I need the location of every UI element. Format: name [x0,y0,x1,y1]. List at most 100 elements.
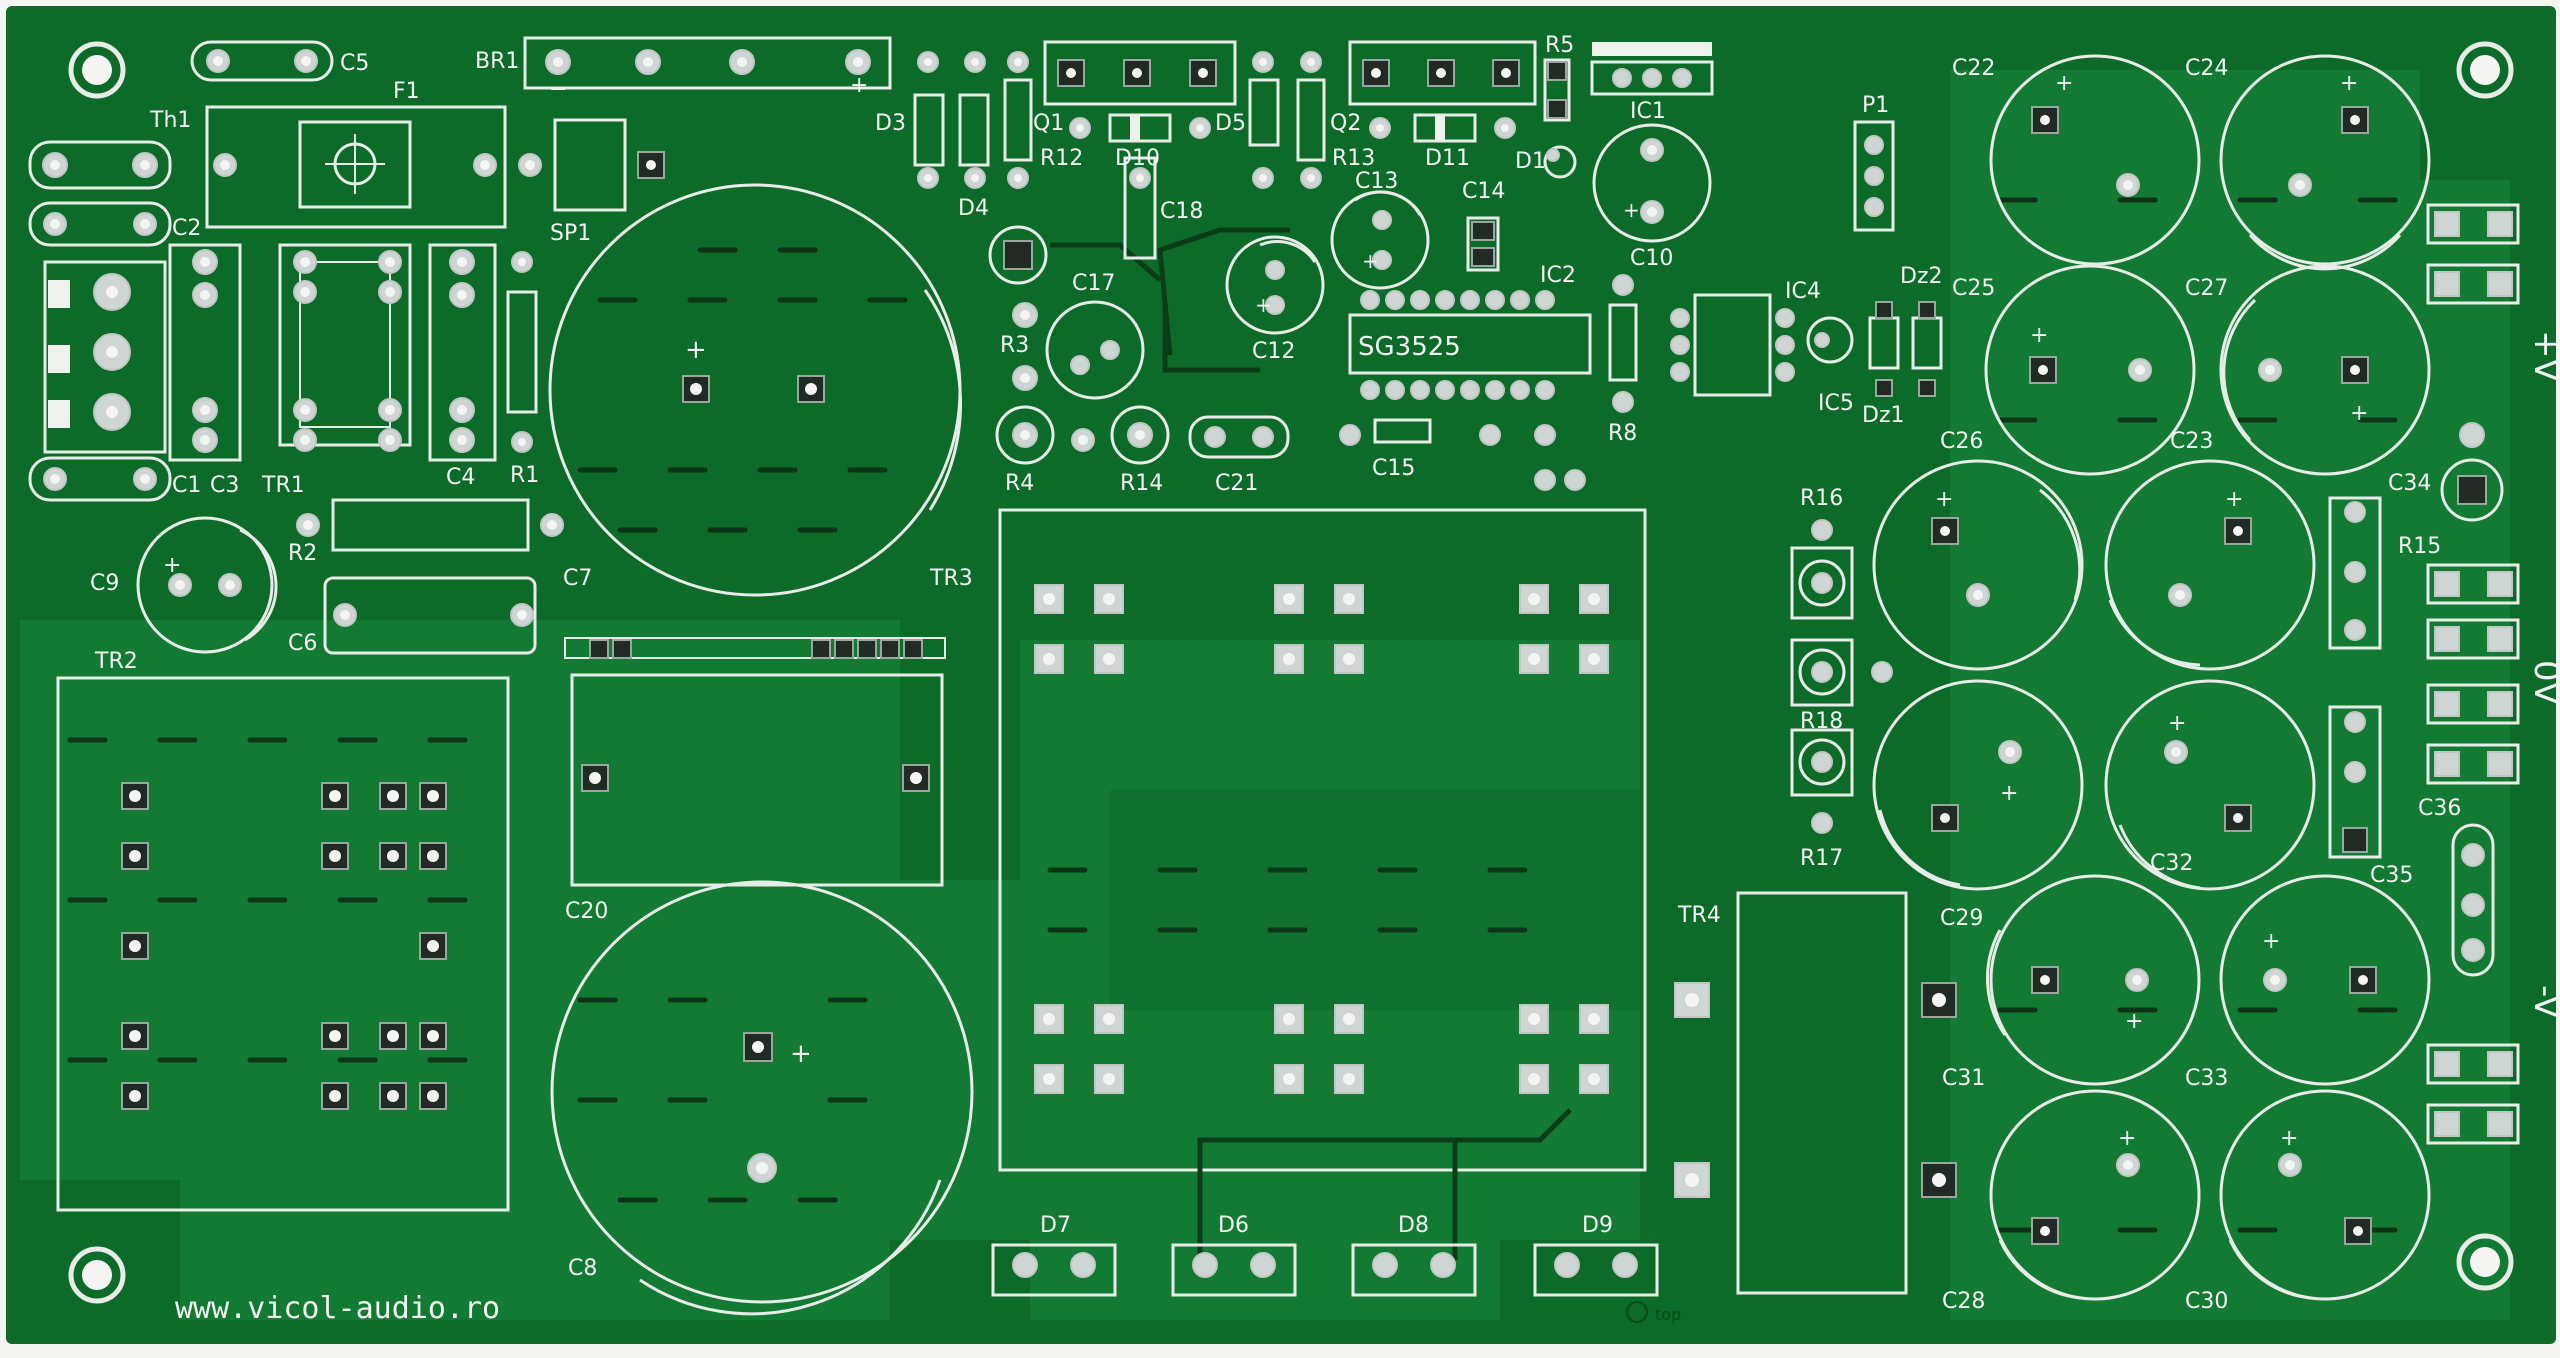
label-c33: C33 [2185,1066,2228,1091]
label-d4: D4 [958,196,989,221]
top-marker: top [1655,1305,1681,1324]
label-ic1: IC1 [1630,99,1666,124]
label-c18: C18 [1160,199,1203,224]
label-d6: D6 [1218,1213,1249,1238]
label-ic4: IC4 [1785,279,1821,304]
label-br1: BR1 [475,49,519,74]
label-c14: C14 [1462,179,1505,204]
svg-text:+: + [685,335,707,365]
label-c5: C5 [340,51,369,76]
label-d8: D8 [1398,1213,1429,1238]
ic-part-label: SG3525 [1358,332,1461,362]
website-label: www.vicol-audio.ro [175,1291,500,1326]
label-c2: C2 [172,216,201,241]
label-r8: R8 [1608,421,1637,446]
label-r18: R18 [1800,709,1843,734]
svg-text:+: + [2340,71,2358,96]
label-c7: C7 [563,566,592,591]
label-c36: C36 [2418,796,2461,821]
output-label-zero: 0V [2526,660,2560,705]
label-d1: D1 [1515,149,1546,174]
label-r12: R12 [1040,146,1083,171]
label-d11: D11 [1425,146,1470,171]
label-sp1: SP1 [550,221,591,246]
svg-text:+: + [1623,198,1640,222]
svg-text:+: + [2262,929,2280,954]
label-r5: R5 [1545,33,1574,58]
polarity-marks: + + + + + + + + + + + + + + + + + + + − [163,71,2368,1151]
label-c31: C31 [1942,1066,1985,1091]
svg-text:−: − [549,77,567,102]
label-c32: C32 [2150,851,2193,876]
label-r4: R4 [1005,471,1034,496]
svg-text:+: + [2350,401,2368,426]
label-c9: C9 [90,571,119,596]
label-c6: C6 [288,631,317,656]
svg-text:+: + [2125,1009,2143,1034]
svg-text:+: + [850,73,868,98]
svg-text:+: + [2280,1126,2298,1151]
label-c23: C23 [2170,429,2213,454]
label-c27: C27 [2185,276,2228,301]
label-c8: C8 [568,1256,597,1281]
label-tr3: TR3 [929,566,973,591]
heatsink-c20 [564,637,946,887]
label-r1: R1 [510,463,539,488]
traces [1050,227,1572,1260]
label-c26: C26 [1940,429,1983,454]
label-c1: C1 [172,473,201,498]
output-label-plus: +V [2526,330,2560,382]
svg-text:+: + [2225,487,2243,512]
designators: C5 BR1 F1 Th1 C2 C1 C3 TR1 C4 R1 SP1 C7 … [90,33,2461,1314]
label-c30: C30 [2185,1289,2228,1314]
label-f1: F1 [393,79,420,104]
label-tr4: TR4 [1677,903,1721,928]
svg-text:+: + [2118,1126,2136,1151]
label-c3: C3 [210,473,239,498]
label-c25: C25 [1952,276,1995,301]
label-r14: R14 [1120,471,1163,496]
label-p1: P1 [1862,93,1889,118]
cap-c7 [548,183,962,597]
copyright-mark [1626,1301,1648,1323]
svg-text:+: + [1935,487,1953,512]
label-r3: R3 [1000,333,1029,358]
output-caps [1872,54,2520,1301]
mounting-holes [68,41,2514,1304]
label-c21: C21 [1215,471,1258,496]
label-c29: C29 [1940,906,1983,931]
transformer-tr2 [56,676,510,1212]
label-tr1: TR1 [261,473,305,498]
transformer-tr3 [998,508,1647,1172]
label-c12: C12 [1252,339,1295,364]
label-dz2: Dz2 [1900,264,1943,289]
label-th1: Th1 [149,108,191,133]
label-tr2: TR2 [94,649,138,674]
copper-plane-secondary [1110,790,1640,1010]
label-d9: D9 [1582,1213,1613,1238]
label-c34: C34 [2388,471,2431,496]
label-c13: C13 [1355,169,1398,194]
label-c22: C22 [1952,56,1995,81]
svg-text:+: + [2168,711,2186,736]
label-d7: D7 [1040,1213,1071,1238]
cap-c8 [550,880,974,1316]
label-dz1: Dz1 [1862,403,1905,428]
label-c15: C15 [1372,456,1415,481]
label-d3: D3 [875,111,906,136]
rectifier-diodes [991,1243,1659,1297]
svg-text:+: + [790,1039,812,1069]
hatch-lines [67,197,2398,1233]
label-c10: C10 [1630,246,1673,271]
label-c28: C28 [1942,1289,1985,1314]
label-q1: Q1 [1033,111,1064,136]
label-c4: C4 [446,465,475,490]
copper-plane-output [1950,70,2510,1320]
svg-text:+: + [2055,71,2073,96]
control-section [913,40,1957,1295]
label-r17: R17 [1800,846,1843,871]
label-c35: C35 [2370,863,2413,888]
label-d5: D5 [1215,111,1246,136]
label-ic5: IC5 [1818,391,1854,416]
